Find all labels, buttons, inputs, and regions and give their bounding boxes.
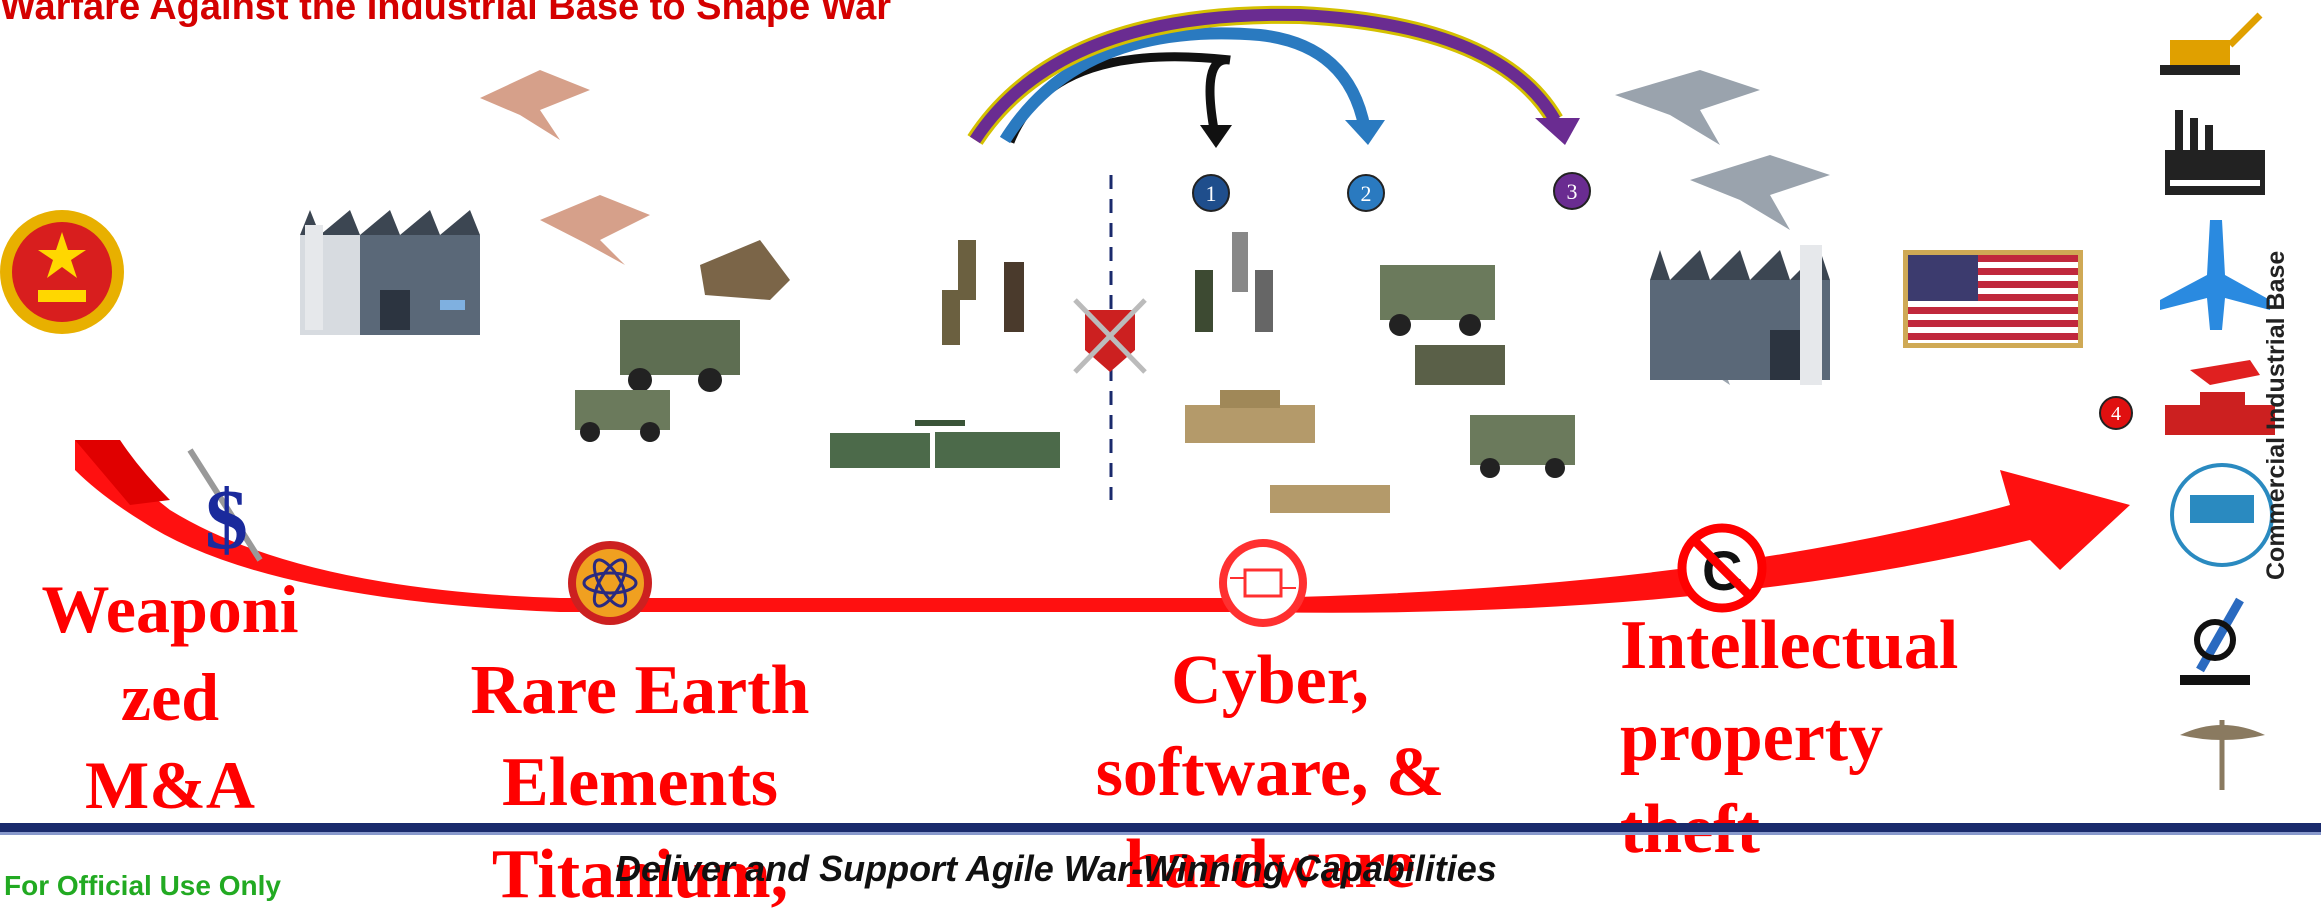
dollar-icon: $ xyxy=(187,448,263,567)
footer-tagline: Deliver and Support Agile War-Winning Ca… xyxy=(615,848,1497,889)
industrial-base-icons xyxy=(2160,12,2275,790)
airplane-icon xyxy=(2160,220,2270,330)
cyber-chip-icon xyxy=(1219,539,1307,627)
step-label-3: 3 xyxy=(1567,179,1578,204)
step-badge-1 xyxy=(1192,174,1230,212)
crossed-swords-icon xyxy=(1073,298,1147,374)
svg-text:$: $ xyxy=(205,471,248,567)
footer-bar xyxy=(0,823,2321,832)
factory-icon-right xyxy=(1650,245,1830,385)
circuit-icon xyxy=(2170,463,2274,567)
step-badges: 1 2 3 4 xyxy=(1192,172,2133,430)
step-label-2: 2 xyxy=(1361,181,1372,206)
side-label-container: Commercial Industrial Base xyxy=(2262,251,2302,600)
tanks-left xyxy=(830,420,1060,468)
military-vehicles-left xyxy=(575,240,790,442)
atom-icon xyxy=(568,541,652,625)
label-cyber: Cyber, software, & hardware xyxy=(1095,642,1445,903)
fighter-jets-left xyxy=(480,70,650,265)
red-swoosh-arrow xyxy=(75,440,2130,613)
curved-arrows xyxy=(967,5,1580,148)
side-label: Commercial Industrial Base xyxy=(2262,250,2290,580)
step-badge-3 xyxy=(1553,172,1591,210)
factory-small-icon xyxy=(2165,110,2265,195)
step-label-1: 1 xyxy=(1206,181,1217,206)
soldiers-left xyxy=(942,240,1024,345)
microscope-icon xyxy=(2180,597,2250,685)
excavator-icon xyxy=(2160,12,2263,75)
diagram-canvas: $ C 1 2 3 4 xyxy=(0,5,2275,790)
step-badge-2 xyxy=(1347,174,1385,212)
military-vehicles-right xyxy=(1380,265,1575,478)
step-badge-4 xyxy=(2099,396,2133,430)
label-weaponized-ma: Weaponi zed M&A xyxy=(41,571,299,823)
label-ip-theft: Intellectual property theft xyxy=(1620,607,1959,868)
vehicles-icon xyxy=(2165,360,2275,435)
slide-title: Warfare Against the Industrial Base to S… xyxy=(0,0,892,28)
footer-bar-accent xyxy=(0,832,2321,835)
classification-label: For Official Use Only xyxy=(4,870,281,901)
china-emblem-icon xyxy=(0,210,124,334)
no-copyright-icon: C xyxy=(1677,523,1767,613)
factory-icon-left xyxy=(300,210,480,335)
step-label-4: 4 xyxy=(2111,403,2121,425)
tanks-right xyxy=(1185,390,1390,513)
soldiers-right xyxy=(1195,232,1273,332)
us-flag-icon xyxy=(1903,250,2083,348)
caduceus-icon xyxy=(2180,720,2265,790)
